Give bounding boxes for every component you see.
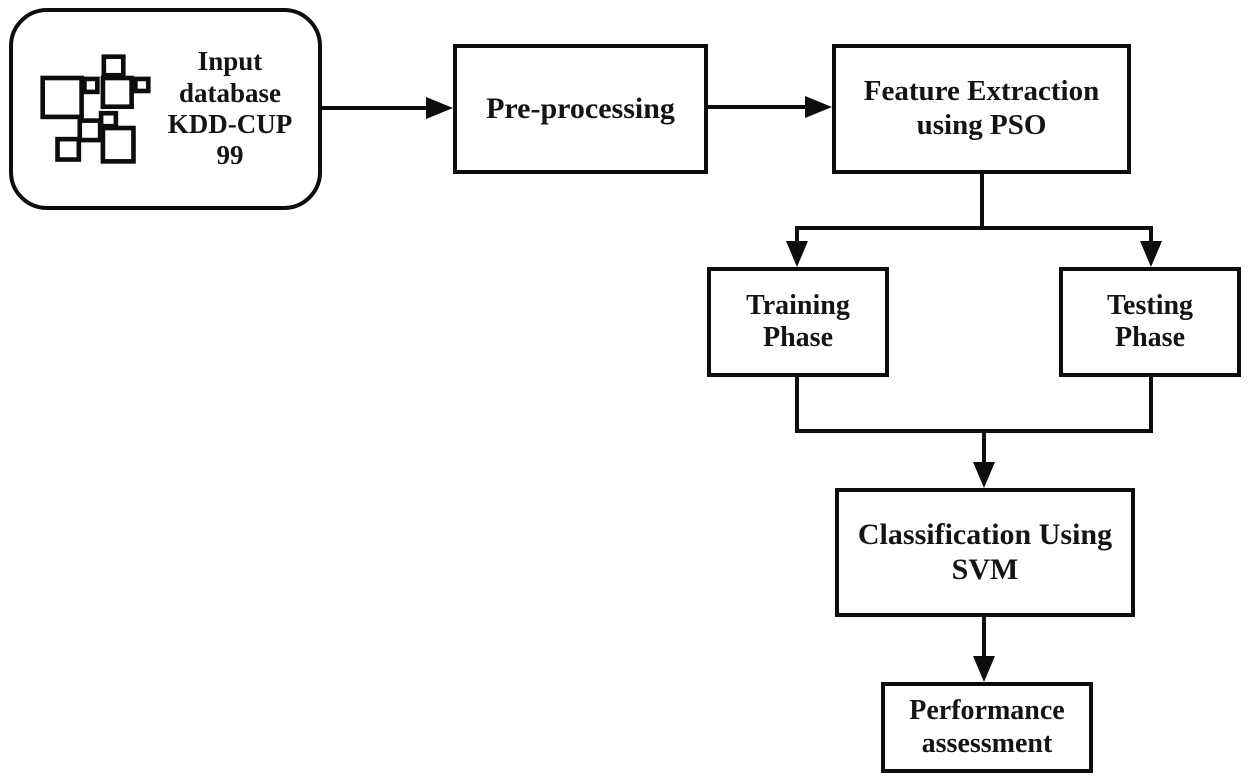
arrowhead-into-performance: [973, 656, 995, 682]
node-classification: Classification Using SVM: [835, 488, 1135, 617]
node-label-feature-extraction: Feature Extraction using PSO: [863, 75, 1100, 141]
arrowhead-into-testing: [1140, 241, 1162, 267]
node-label-performance: Performance assessment: [909, 695, 1065, 759]
node-label-pre-processing: Pre-processing: [486, 91, 675, 125]
edge-feature-split: [795, 170, 1153, 247]
node-testing-phase: Testing Phase: [1059, 267, 1241, 377]
arrowhead-into-preprocessing: [426, 97, 453, 119]
node-label-testing-phase: Testing Phase: [1106, 289, 1194, 353]
node-label-classification: Classification Using SVM: [857, 517, 1113, 586]
arrowhead-into-feature: [805, 96, 832, 118]
edge-merge-to-classification: [795, 373, 1153, 468]
node-label-training-phase: Training Phase: [746, 289, 850, 353]
node-training-phase: Training Phase: [707, 267, 889, 377]
node-label-input-database: Input database KDD-CUP 99: [167, 46, 293, 171]
arrowhead-into-training: [786, 241, 808, 267]
node-input-database: Input database KDD-CUP 99: [9, 8, 322, 210]
arrowhead-into-classification: [973, 462, 995, 488]
node-feature-extraction: Feature Extraction using PSO: [832, 44, 1131, 174]
node-pre-processing: Pre-processing: [453, 44, 708, 174]
node-performance: Performance assessment: [881, 682, 1093, 773]
clustered-squares-icon: [40, 53, 151, 164]
